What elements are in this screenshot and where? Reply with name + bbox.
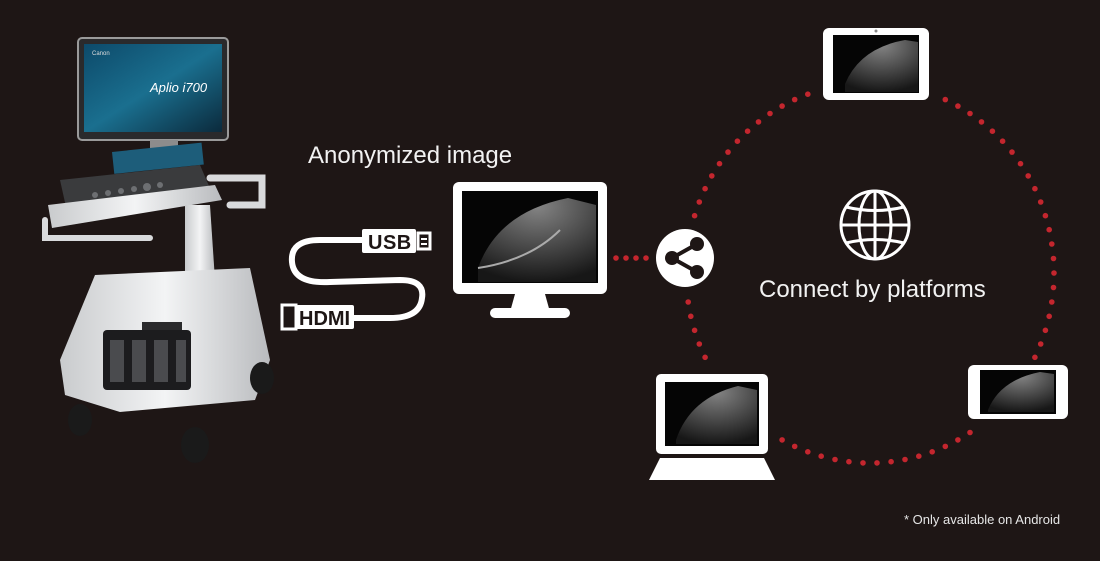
dot — [735, 138, 741, 144]
dot — [1025, 173, 1031, 179]
dot — [860, 460, 866, 466]
dot — [929, 449, 935, 455]
dot — [1046, 227, 1052, 233]
dot — [779, 437, 785, 443]
brand-text: Canon — [92, 51, 110, 57]
dot — [805, 449, 811, 455]
dot — [709, 173, 715, 179]
dot — [832, 457, 838, 463]
dot — [702, 186, 708, 192]
dot — [979, 119, 985, 125]
dot — [943, 97, 949, 103]
model-text: Aplio i700 — [149, 80, 208, 95]
dot — [745, 128, 751, 134]
phone-icon — [968, 365, 1068, 419]
dot — [643, 255, 649, 261]
connect-by-platforms-label: Connect by platforms — [759, 276, 986, 304]
laptop-icon — [649, 374, 775, 480]
android-footnote: * Only available on Android — [904, 512, 1060, 527]
dot — [955, 103, 961, 109]
dot — [1049, 241, 1055, 247]
dot — [697, 199, 703, 205]
dot — [874, 460, 880, 466]
dot — [792, 97, 798, 103]
dot — [902, 457, 908, 463]
dot — [955, 437, 961, 443]
dot — [1051, 270, 1057, 276]
usb-label: USB — [368, 232, 412, 254]
usb-connector: USB — [362, 229, 430, 254]
globe-icon — [841, 191, 909, 259]
dot — [818, 453, 824, 459]
dot — [1032, 186, 1038, 192]
hdmi-label: HDMI — [299, 308, 350, 330]
dot — [805, 91, 811, 97]
dot — [697, 341, 703, 347]
dot — [967, 430, 973, 436]
dot — [1018, 161, 1024, 167]
dot — [967, 111, 973, 117]
dot — [1049, 299, 1055, 305]
tablet-icon — [823, 28, 929, 100]
dot — [1046, 314, 1052, 320]
dot — [623, 255, 629, 261]
dot — [888, 459, 894, 465]
anonymized-image-label: Anonymized image — [308, 142, 512, 170]
dot — [1043, 328, 1049, 334]
dot — [792, 444, 798, 450]
dot — [692, 213, 698, 219]
share-icon — [656, 229, 714, 287]
dot — [1032, 355, 1038, 361]
dot — [725, 149, 731, 155]
dot — [846, 459, 852, 465]
dot — [692, 328, 698, 334]
dot — [688, 314, 694, 320]
dot — [990, 128, 996, 134]
dot — [1000, 138, 1006, 144]
dot — [779, 103, 785, 109]
dot — [916, 453, 922, 459]
dot — [1038, 199, 1044, 205]
ultrasound-system-icon: Canon Aplio i700 — [45, 38, 274, 463]
dot — [756, 119, 762, 125]
dot — [1051, 256, 1057, 262]
dot — [633, 255, 639, 261]
dot — [1051, 285, 1057, 291]
monitor-icon — [453, 182, 607, 318]
dot — [1038, 341, 1044, 347]
dot — [685, 299, 691, 305]
dot — [717, 161, 723, 167]
dot — [767, 111, 773, 117]
dot — [1009, 149, 1015, 155]
dot — [702, 355, 708, 361]
dot — [943, 444, 949, 450]
dot — [1043, 213, 1049, 219]
hdmi-connector: HDMI — [282, 305, 354, 330]
dot — [613, 255, 619, 261]
